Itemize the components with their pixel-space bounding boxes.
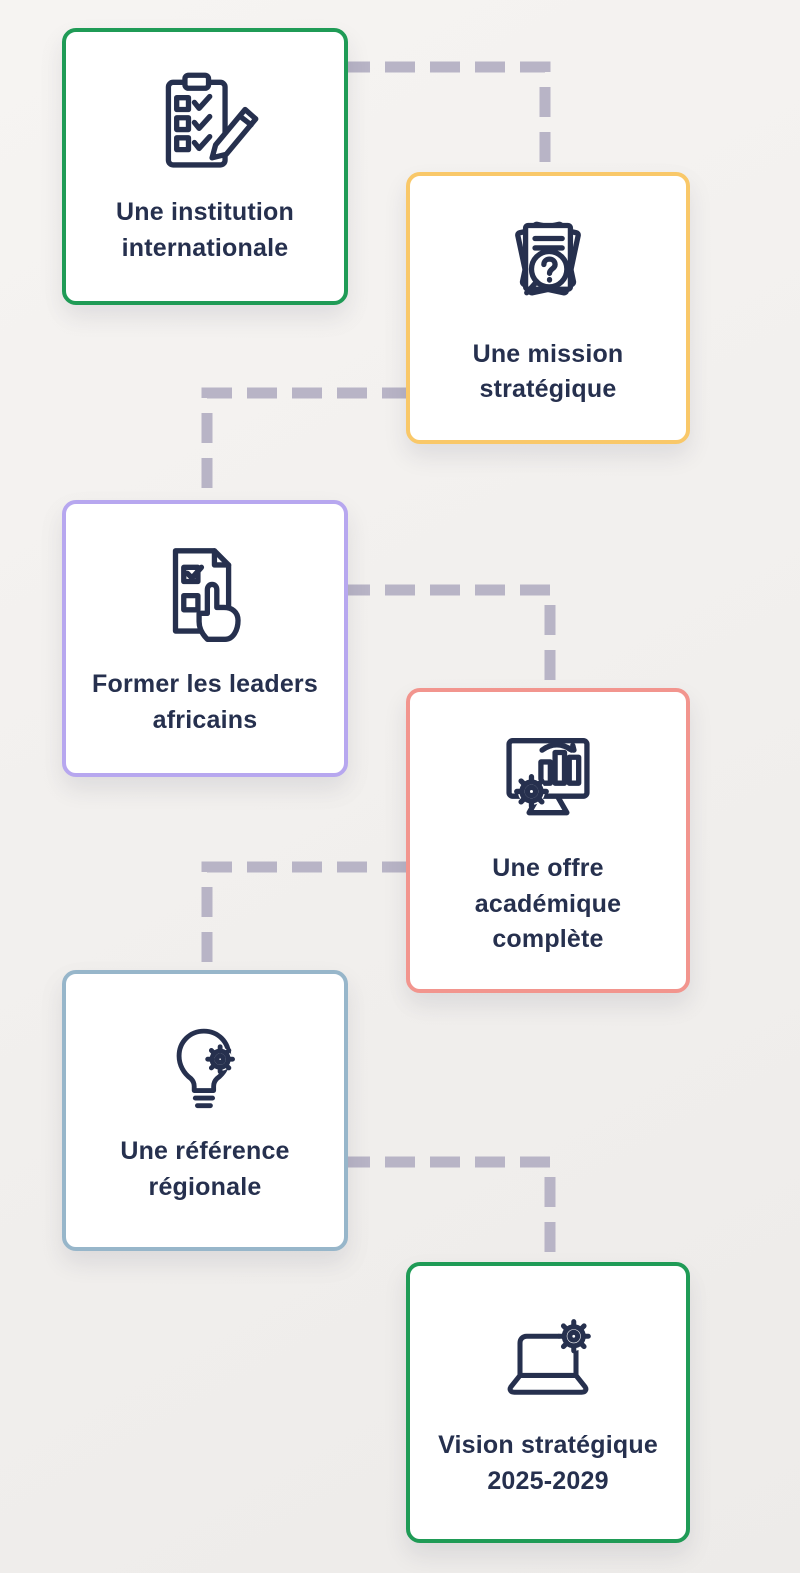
connector-2-3 (201, 387, 412, 508)
card-offre-academique-complete: Une offre académique complète (406, 688, 690, 993)
card-institution-internationale: Une institution internationale (62, 28, 348, 305)
clipboard-checklist-pencil-icon-svg (165, 72, 259, 168)
laptop-gear-icon (492, 1306, 604, 1418)
card-label: Vision stratégique 2025-2029 (438, 1431, 658, 1495)
card-label: Une offre académique complète (474, 854, 622, 954)
card-label: Une référence régionale (120, 1137, 290, 1201)
monitor-chart-gear-icon-svg (506, 738, 590, 816)
laptop-gear-icon-svg (507, 1319, 591, 1395)
card-mission-strategique: Une mission stratégique (406, 172, 690, 444)
card-label: Former les leaders africains (92, 670, 318, 734)
connector-4-5 (201, 861, 412, 978)
card-vision-strategique: Vision stratégique 2025-2029 (406, 1262, 690, 1543)
documents-magnifier-icon (489, 209, 607, 327)
checklist-hand-icon (146, 539, 264, 657)
lightbulb-gear-icon-svg (176, 1028, 235, 1109)
monitor-chart-gear-icon (489, 723, 607, 841)
lightbulb-gear-icon (151, 1016, 259, 1124)
connector-5-6 (340, 1156, 556, 1270)
checklist-hand-icon-svg (172, 548, 241, 642)
card-label: Une institution internationale (116, 198, 294, 262)
clipboard-checklist-pencil-icon (146, 67, 264, 185)
connector-3-4 (340, 584, 556, 696)
documents-magnifier-icon-svg (515, 221, 581, 295)
card-label: Une mission stratégique (472, 339, 624, 404)
card-reference-regionale: Une référence régionale (62, 970, 348, 1251)
connector-1-2 (340, 61, 551, 180)
card-former-leaders-africains: Former les leaders africains (62, 500, 348, 777)
